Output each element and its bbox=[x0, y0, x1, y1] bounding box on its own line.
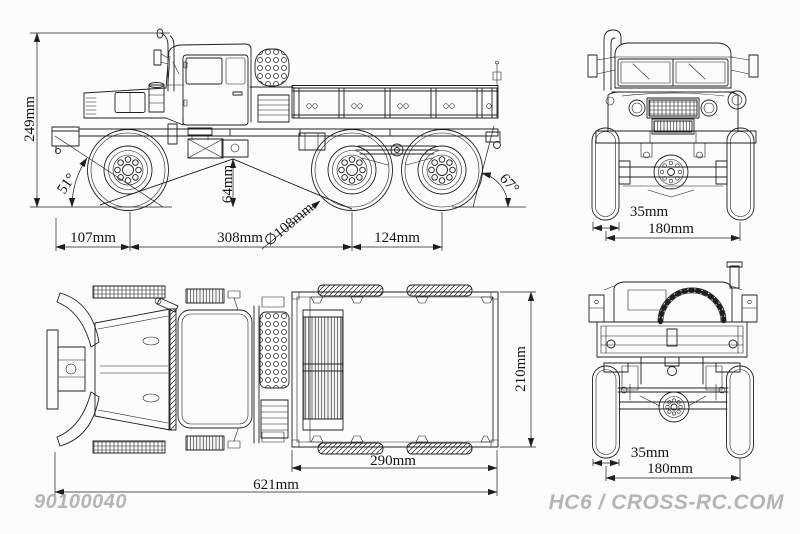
rear-view-dimension-lines bbox=[592, 459, 741, 482]
watermark-part-number: 90100040 bbox=[34, 491, 127, 513]
dim-side-breakover-clearance: 64mm bbox=[220, 164, 236, 204]
dim-front-tire-width: 35mm bbox=[629, 204, 669, 220]
dim-rear-tire-width: 35mm bbox=[630, 445, 670, 461]
dim-front-track-width: 180mm bbox=[648, 221, 694, 237]
dim-top-overall-length: 621mm bbox=[253, 477, 299, 493]
front-view-drawing bbox=[587, 29, 759, 221]
dim-side-wheelbase: 308mm bbox=[217, 230, 263, 246]
dim-top-bed-width: 210mm bbox=[513, 346, 529, 392]
dim-side-overall-height: 249mm bbox=[22, 96, 38, 142]
watermark-brand: HC6 / CROSS-RC.COM bbox=[548, 491, 784, 514]
top-view-dimension-lines bbox=[54, 291, 536, 496]
dim-side-front-overhang: 107mm bbox=[70, 230, 116, 246]
dim-side-rear-axle-spacing: 124mm bbox=[374, 230, 420, 246]
side-view-dimension-lines bbox=[30, 32, 526, 251]
side-view-drawing bbox=[51, 28, 502, 211]
front-view-dimension-lines bbox=[592, 222, 741, 242]
dim-rear-track-width: 180mm bbox=[647, 461, 693, 477]
rear-view-drawing bbox=[588, 261, 758, 459]
dim-top-bed-length: 290mm bbox=[370, 453, 416, 469]
top-view-drawing bbox=[46, 284, 499, 455]
